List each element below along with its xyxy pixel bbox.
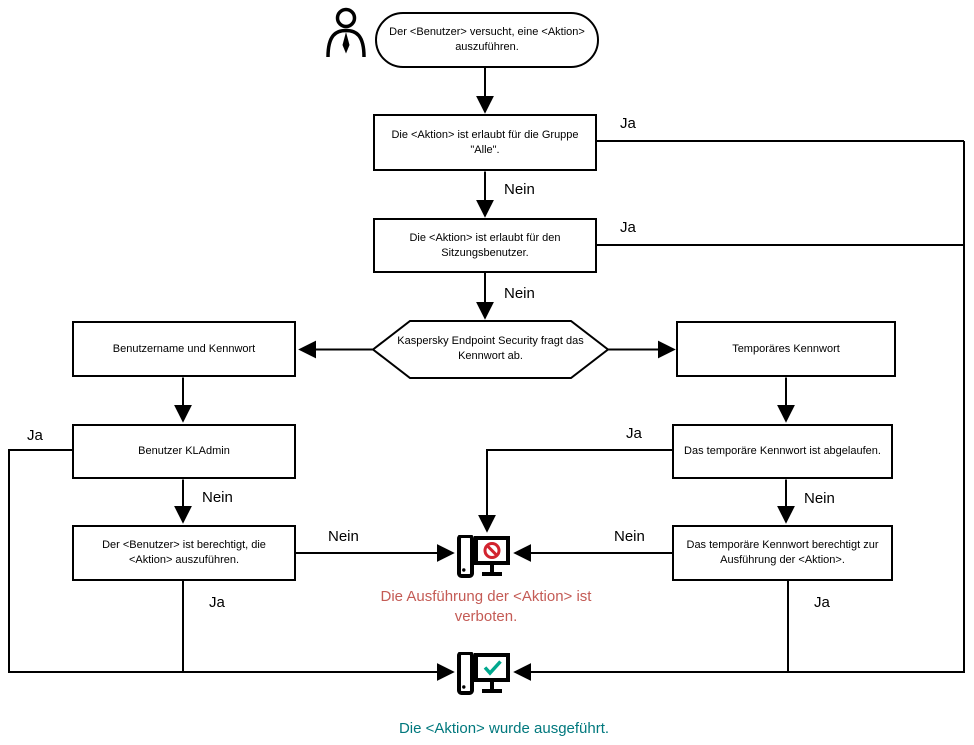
node-user-authorized: Der <Benutzer> ist berechtigt, die <Akti…	[72, 525, 296, 581]
edge-label-ja-user-authorized: Ja	[209, 594, 225, 611]
edge-label-ja-temp-expired: Ja	[626, 425, 642, 442]
user-icon	[326, 7, 366, 58]
password-prompt-hexagon	[371, 320, 610, 379]
edge-label-nein-kladmin: Nein	[202, 489, 233, 506]
edge-label-nein-user-authorized: Nein	[328, 528, 359, 545]
edge-label-nein-group-all: Nein	[504, 181, 535, 198]
edge-label-nein-session-user: Nein	[504, 285, 535, 302]
outcome-executed-text: Die <Aktion> wurde ausgeführt.	[398, 720, 610, 737]
node-user-kladmin: Benutzer KLAdmin	[72, 424, 296, 479]
edge-label-ja-session-user: Ja	[620, 219, 636, 236]
edge-label-nein-temp-expired: Nein	[804, 490, 835, 507]
node-password-prompt: Kaspersky Endpoint Security fragt das Ke…	[397, 335, 584, 362]
edge-label-ja-kladmin: Ja	[27, 427, 43, 444]
checkmark-icon	[483, 660, 502, 676]
outcome-forbidden-text: Die Ausführung der <Aktion> ist verboten…	[380, 588, 592, 626]
start-node: Der <Benutzer> versucht, eine <Aktion> a…	[375, 12, 599, 68]
computer-forbidden-icon	[457, 535, 510, 578]
edge-label-ja-group-all: Ja	[620, 115, 636, 132]
node-username-password: Benutzername und Kennwort	[72, 321, 296, 377]
edge-label-nein-temp-authorizes: Nein	[614, 528, 645, 545]
node-temp-password-authorizes: Das temporäre Kennwort berechtigt zur Au…	[672, 525, 893, 581]
node-temp-password-expired: Das temporäre Kennwort ist abgelaufen.	[672, 424, 893, 479]
edge-label-ja-temp-authorizes: Ja	[814, 594, 830, 611]
computer-success-icon	[457, 652, 510, 695]
node-action-allowed-session-user: Die <Aktion> ist erlaubt für den Sitzung…	[373, 218, 597, 273]
node-temporary-password: Temporäres Kennwort	[676, 321, 896, 377]
node-action-allowed-group-all: Die <Aktion> ist erlaubt für die Gruppe …	[373, 114, 597, 171]
prohibition-icon	[483, 542, 501, 559]
